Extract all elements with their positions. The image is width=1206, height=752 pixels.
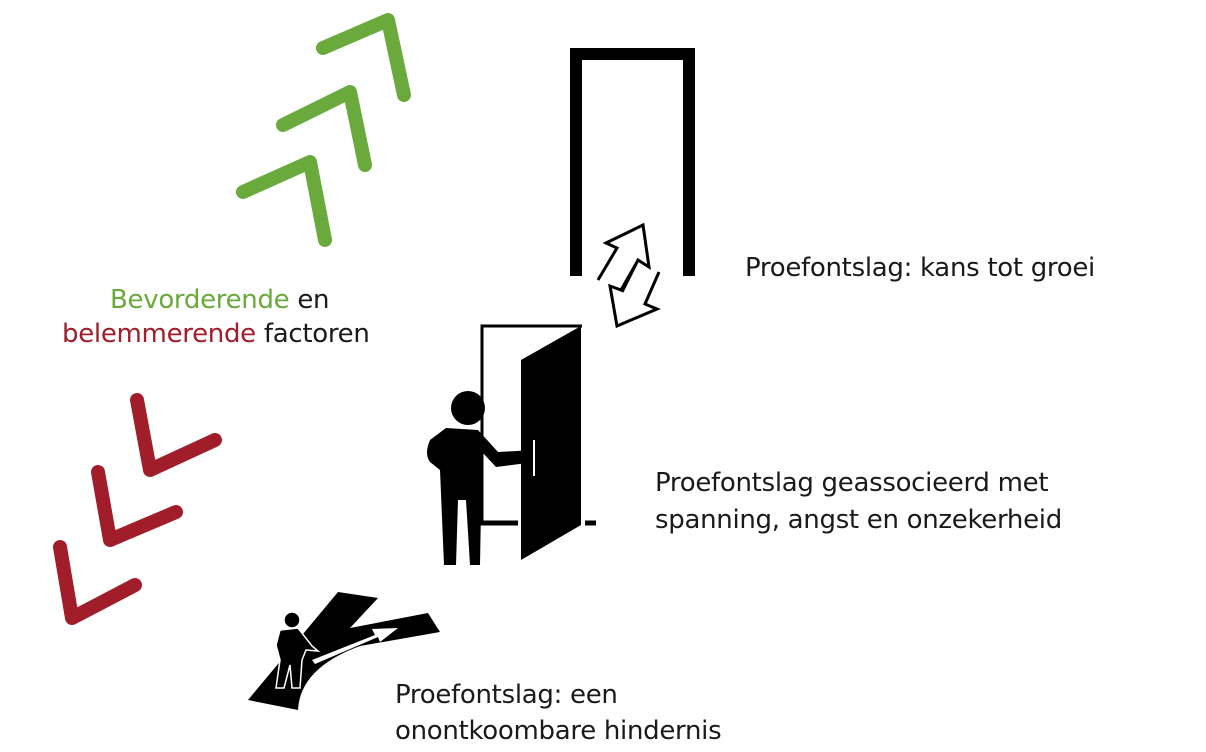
negative-factors-label: belemmerende	[62, 319, 256, 349]
and-label: en	[289, 285, 330, 315]
green-chevrons-up-icon	[236, 13, 411, 247]
exchange-arrows-icon	[596, 222, 661, 329]
person-opening-door-icon	[427, 324, 596, 565]
red-chevron	[130, 393, 222, 477]
factors-suffix-label: factoren	[255, 319, 370, 349]
factors-line2: belemmerende factoren	[62, 317, 370, 351]
doorway-frame-icon	[570, 48, 695, 276]
tension-label-line2: spanning, angst en onzekerheid	[655, 505, 1062, 535]
person-walking-path-icon	[248, 592, 440, 710]
green-chevron	[276, 85, 372, 172]
obstacle-label-line1: Proefontslag: een	[395, 680, 618, 710]
green-chevron	[236, 155, 332, 247]
green-chevron	[316, 13, 411, 102]
red-chevron	[91, 465, 183, 547]
red-chevrons-down-icon	[53, 393, 222, 625]
growth-label: Proefontslag: kans tot groei	[745, 253, 1095, 283]
red-chevron	[53, 540, 142, 625]
tension-label-line1: Proefontslag geassocieerd met	[655, 468, 1049, 498]
positive-factors-label: Bevorderende	[110, 285, 290, 315]
factors-line1: Bevorderende en	[110, 283, 330, 317]
obstacle-label-line2: onontkoombare hindernis	[395, 716, 722, 746]
